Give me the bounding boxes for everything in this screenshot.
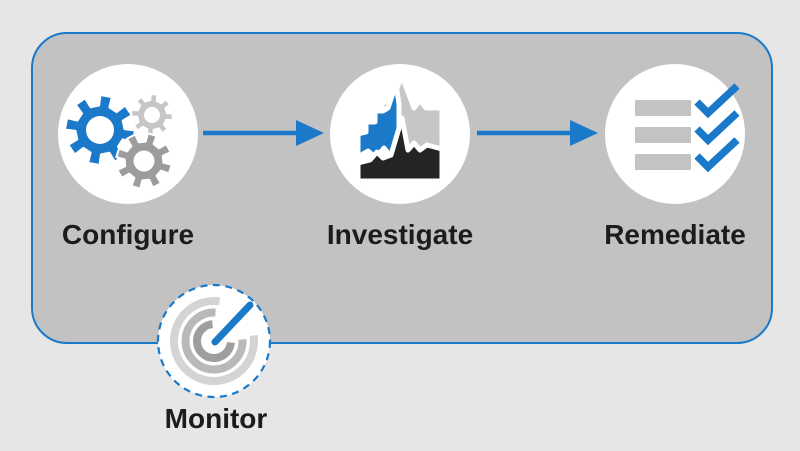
arrow-configure-to-investigate-icon (203, 120, 324, 146)
arrow-investigate-to-remediate-icon (477, 120, 598, 146)
needle-icon (211, 301, 254, 346)
area-chart-icon (355, 73, 445, 184)
remediate-circle (605, 64, 745, 204)
monitor-label: Monitor (164, 403, 268, 434)
radar-target-icon (170, 297, 258, 385)
checklist-icon (635, 83, 740, 173)
gears-icon (64, 93, 174, 190)
monitor-circle (156, 283, 272, 399)
investigate-circle (330, 64, 470, 204)
investigate-label: Investigate (326, 219, 474, 250)
remediate-label: Remediate (604, 219, 746, 250)
configure-circle (58, 64, 198, 204)
configure-label: Configure (61, 219, 195, 250)
